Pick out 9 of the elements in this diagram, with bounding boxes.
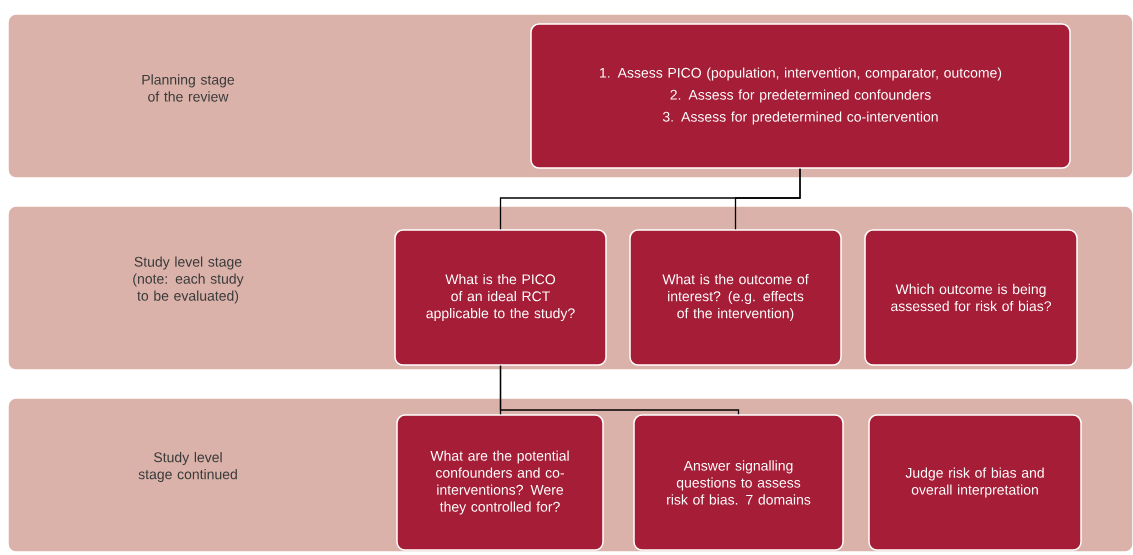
- process-box: Answer signalling questions to assess risk of bias. 7 domains: [633, 414, 844, 551]
- process-box: What is the PICO of an ideal RCT applicable to the study?: [394, 229, 607, 366]
- process-box: What is the outcome of interest? (e.g. effects of the intervention): [629, 229, 842, 366]
- connector: [499, 365, 740, 415]
- process-box: Judge risk of bias and overall interpretation: [868, 414, 1082, 551]
- process-box: Which outcome is being assessed for risk of bias?: [864, 229, 1078, 366]
- process-box: 1. Assess PICO (population, intervention, comparator, outcome) 2. Assess for predetermined confounders 3. Assess for predetermined co-intervention: [530, 23, 1071, 169]
- process-box: What are the potential confounders and co-interventions? Were they controlled for?: [396, 414, 604, 551]
- connector: [734, 168, 801, 230]
